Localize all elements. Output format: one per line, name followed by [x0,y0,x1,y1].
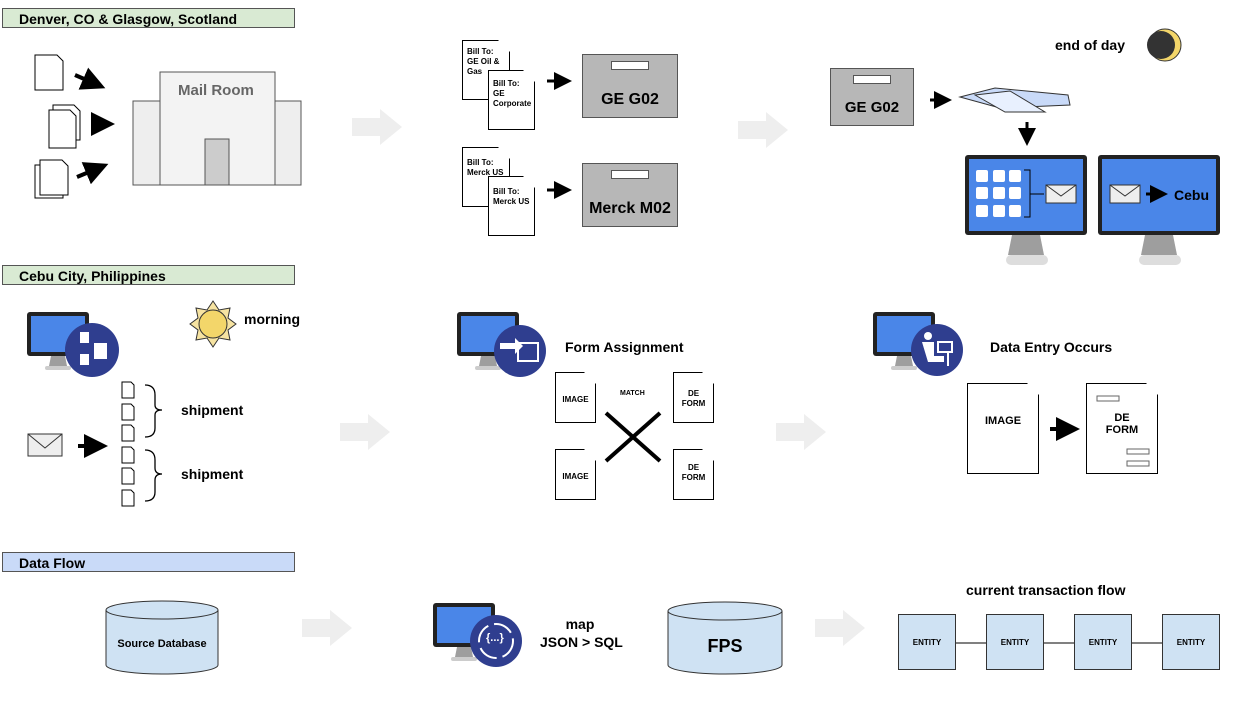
code-braces-icon: {...} [486,632,504,644]
flow-arrow-1 [352,109,402,145]
monitor-inbox [965,155,1087,265]
flow-arrow-5 [302,610,352,646]
fps-database-cylinder [667,601,783,675]
entity-box-3: ENTITY [1074,614,1132,670]
tray-ge-g02-end-of-day: GE G02 [830,68,914,126]
paper-stack-icon [958,87,1071,113]
flow-arrow-6 [815,610,865,646]
section-data-flow: Data Flow [2,552,295,572]
image-doc-large: IMAGE [967,383,1039,474]
monitor-form-assignment [457,312,546,377]
flow-arrow-2 [738,112,788,148]
flow-arrow-4 [776,414,826,450]
end-of-day-label: end of day [1055,37,1126,53]
monitor-json-sql [433,603,522,667]
sun-icon [189,300,237,348]
source-database-label: Source Database [117,638,207,650]
section-denver-glasgow: Denver, CO & Glasgow, Scotland [2,8,295,28]
envelope-icon [27,433,63,457]
section-cebu: Cebu City, Philippines [2,265,295,285]
monitor-cebu-inbox [27,312,119,377]
shipment-docs [121,381,135,507]
entity-box-4: ENTITY [1162,614,1220,670]
tray-merck-m02: Merck M02 [582,163,678,227]
mail-room-label: Mail Room [178,82,254,99]
source-database-cylinder [105,600,219,675]
moon-icon [1147,28,1182,62]
shipment-label-1: shipment [181,402,244,418]
entity-box-1: ENTITY [898,614,956,670]
match-label: MATCH [620,390,645,397]
data-entry-title: Data Entry Occurs [990,339,1113,355]
tray-ge-g02: GE G02 [582,54,678,118]
transaction-flow-title: current transaction flow [966,582,1126,598]
form-assignment-title: Form Assignment [565,339,684,355]
doc-to-tray-arrows [547,72,952,199]
de-form-fields [1096,395,1150,467]
cebu-destination-label: Cebu [1174,187,1209,203]
mail-room-building [132,71,302,186]
shipment-braces [144,384,163,502]
image-doc-1: IMAGE [555,372,596,423]
image-doc-2: IMAGE [555,449,596,500]
incoming-mail-docs [34,54,81,199]
monitor-data-entry [873,312,963,376]
shipment-label-2: shipment [181,466,244,482]
entity-box-2: ENTITY [986,614,1044,670]
match-cross [604,411,662,463]
bill-doc-merck-2: Bill To:Merck US [488,176,535,236]
fps-label: FPS [707,636,743,656]
monitor-send-to-cebu [1098,155,1220,265]
morning-label: morning [244,311,300,327]
mail-to-mailroom-arrows [74,67,115,185]
flow-arrow-3 [340,414,390,450]
